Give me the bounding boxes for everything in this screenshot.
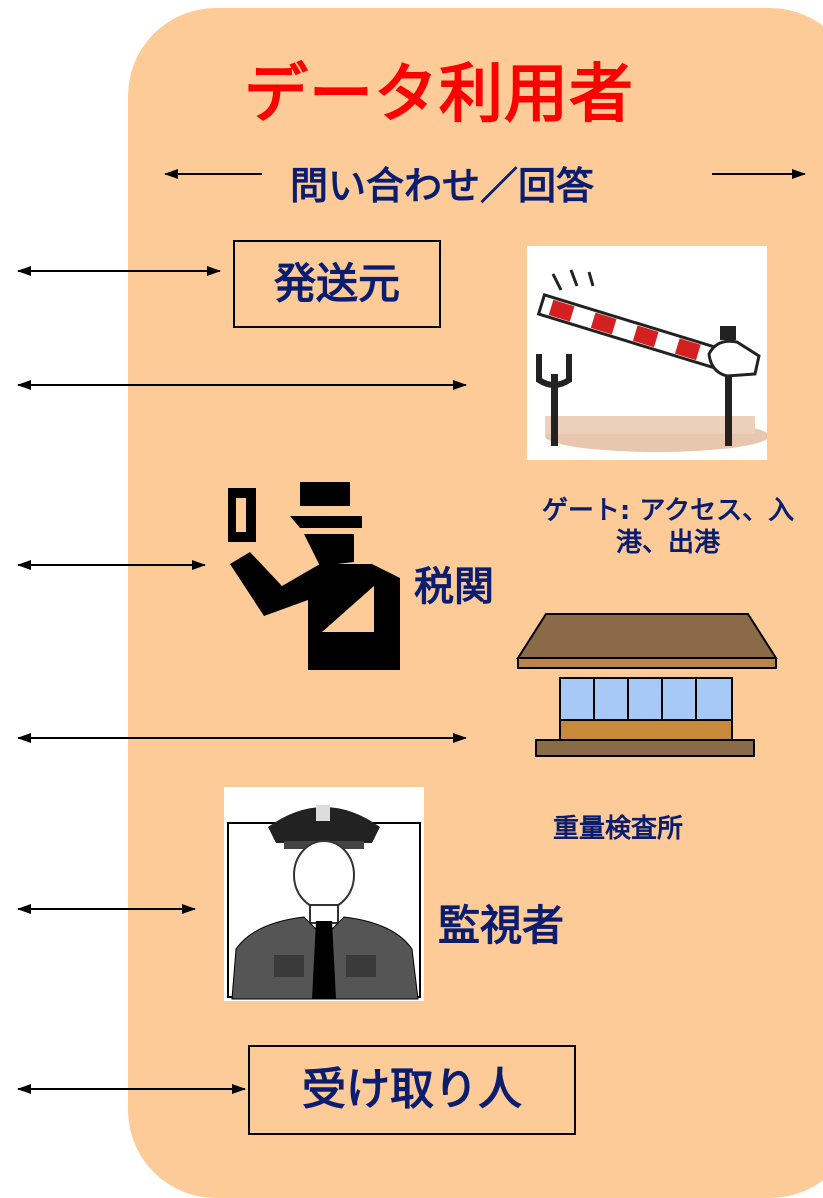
barrier-gate-icon	[527, 246, 769, 460]
customs-label: 税関	[414, 564, 494, 610]
receiver-box: 受け取り人	[248, 1045, 576, 1135]
customs-officer-icon	[222, 482, 402, 670]
gate-label: ゲート: アクセス、入港、出港	[541, 496, 795, 558]
panel-title: データ利用者	[244, 58, 634, 132]
monitor-label: 監視者	[438, 901, 565, 950]
sender-box: 発送元	[233, 240, 441, 328]
weigh-station-label: 重量検査所	[553, 814, 684, 844]
weigh-station-icon	[514, 612, 778, 762]
security-guard-icon	[224, 787, 424, 1001]
inquiry-label: 問い合わせ／回答	[290, 164, 595, 208]
connector-arrows	[17, 169, 806, 1094]
